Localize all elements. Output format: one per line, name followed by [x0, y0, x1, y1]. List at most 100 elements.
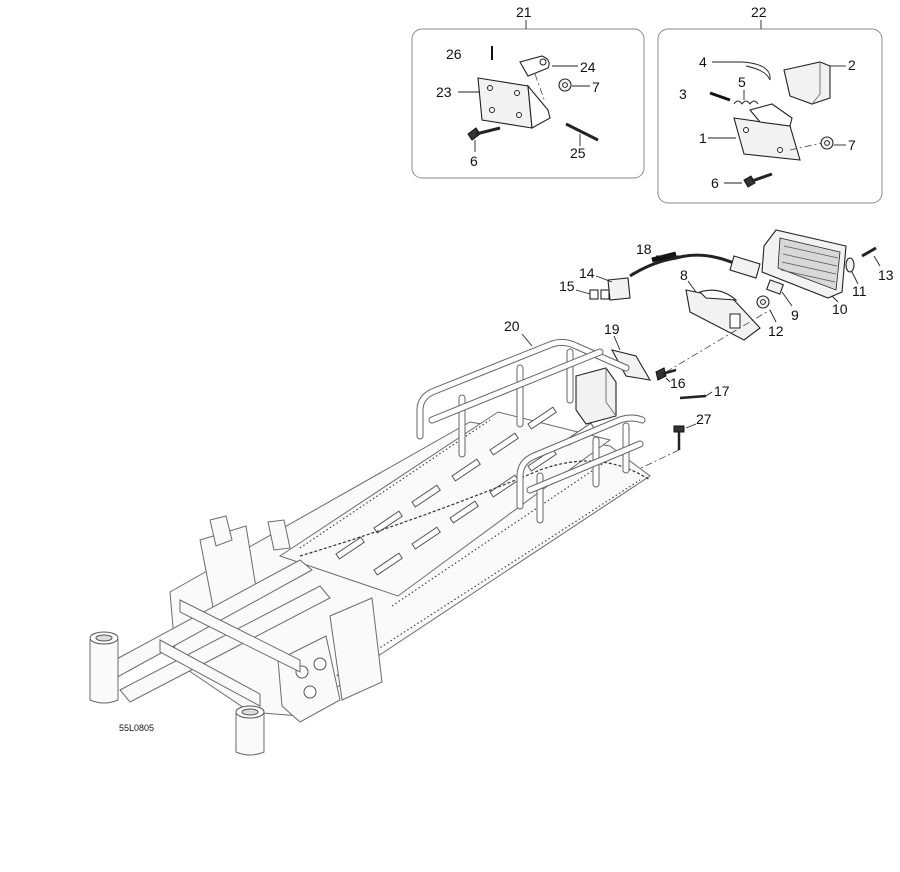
slot: [527, 406, 557, 430]
plate-hole: [487, 85, 493, 91]
part-5-spring: [733, 100, 759, 105]
part-15-clip: [589, 289, 599, 300]
label-20: 20: [504, 318, 520, 334]
label-6b: 6: [711, 175, 719, 191]
tail-bracket-edge: [605, 368, 617, 417]
slot: [449, 500, 479, 524]
label-2: 2: [848, 57, 856, 73]
inset-21-frame: [411, 28, 645, 179]
assembly-axis: [789, 142, 823, 151]
rail-mid: [429, 349, 643, 493]
label-18: 18: [636, 241, 652, 257]
rail-tube: [417, 339, 629, 439]
part-18-sleeve: [651, 251, 677, 263]
label-23: 23: [436, 84, 452, 100]
label-7b: 7: [848, 137, 856, 153]
part-18-harness: [629, 253, 737, 278]
leader-8: [687, 280, 697, 293]
part-16-screw: [661, 368, 677, 376]
part-15-clip: [600, 289, 610, 300]
leader-14: [595, 275, 613, 283]
label-16: 16: [670, 375, 686, 391]
gusset-hole: [303, 685, 317, 699]
tow-post-right: [235, 705, 265, 756]
tow-post-cap-inner: [241, 708, 259, 716]
leader-15: [575, 289, 591, 295]
slot: [527, 448, 557, 472]
part-25-pin: [565, 122, 599, 142]
leader-9: [781, 291, 793, 307]
leader-16: [665, 377, 671, 383]
part-8-lens-top: [698, 289, 738, 301]
bracket-hole: [777, 147, 783, 153]
cross-bar-side: [179, 599, 301, 673]
leader-27: [685, 423, 697, 429]
part-24-hole: [539, 58, 547, 66]
slot: [373, 552, 403, 576]
part-27-bolt-head: [673, 425, 685, 433]
leader-20: [521, 333, 533, 347]
label-15: 15: [559, 278, 575, 294]
part-4-cotter: [712, 61, 771, 81]
inset-22-frame: [657, 28, 883, 204]
rail-tube: [517, 415, 645, 509]
leader-17: [705, 391, 713, 397]
part-17-bolt: [679, 394, 707, 400]
railing: [416, 338, 646, 524]
part-3-pin: [709, 91, 731, 102]
leader-12: [769, 309, 777, 323]
label-13: 13: [878, 267, 894, 283]
label-8: 8: [680, 267, 688, 283]
figure-code: 55L0805: [119, 723, 154, 733]
part-10-lens-ribs: [777, 237, 841, 291]
part-7-nut-hole: [562, 82, 568, 88]
plate-hole: [489, 107, 495, 113]
label-9: 9: [791, 307, 799, 323]
bracket-hole: [743, 127, 749, 133]
hitch-plate-right: [329, 597, 383, 701]
rivet-line: [391, 451, 621, 607]
label-19: 19: [604, 321, 620, 337]
leader-13: [873, 255, 881, 267]
tail-light-assembly: 18 14 15 8 10 9 12 11: [559, 229, 894, 479]
rail-posts: [459, 349, 629, 523]
slot: [335, 536, 365, 560]
cross-bar-side: [159, 639, 261, 707]
label-4: 4: [699, 54, 707, 70]
part-12-grommet-hole: [760, 299, 766, 305]
inset-21: 21 26 24 23 7 6 25: [411, 4, 645, 179]
label-11: 11: [852, 283, 867, 299]
tow-post-body: [235, 713, 265, 756]
part-16-screw-head: [655, 367, 667, 381]
tow-post-body: [89, 639, 119, 704]
label-10: 10: [832, 301, 848, 317]
part-9-bulb: [766, 279, 784, 295]
sled-frame: 20: [89, 318, 651, 756]
slot: [489, 432, 519, 456]
label-7a: 7: [592, 79, 600, 95]
assembly-axis: [534, 73, 546, 103]
part-7b-nut-hole: [824, 140, 830, 146]
part-1-hinge: [749, 103, 793, 127]
gusset-hole: [313, 657, 327, 671]
leader-10: [831, 295, 839, 303]
label-21: 21: [516, 4, 532, 20]
assembly-axis: [619, 449, 680, 479]
label-3: 3: [679, 86, 687, 102]
label-27: 27: [696, 411, 712, 427]
part-2-edge: [811, 62, 821, 105]
tail-bracket: [575, 367, 617, 425]
label-25: 25: [570, 145, 586, 161]
label-1: 1: [699, 130, 707, 146]
tow-post-left: [89, 631, 119, 704]
part-8-window: [729, 313, 741, 329]
tow-post-cap-inner: [95, 634, 113, 642]
part-23-plate: [477, 77, 533, 129]
label-5: 5: [738, 74, 746, 90]
leader-11: [851, 271, 859, 285]
part-6b-bolt-shank: [751, 172, 773, 183]
part-6-bolt-shank: [475, 126, 501, 136]
slot: [451, 458, 481, 482]
plate-hole: [514, 90, 520, 96]
